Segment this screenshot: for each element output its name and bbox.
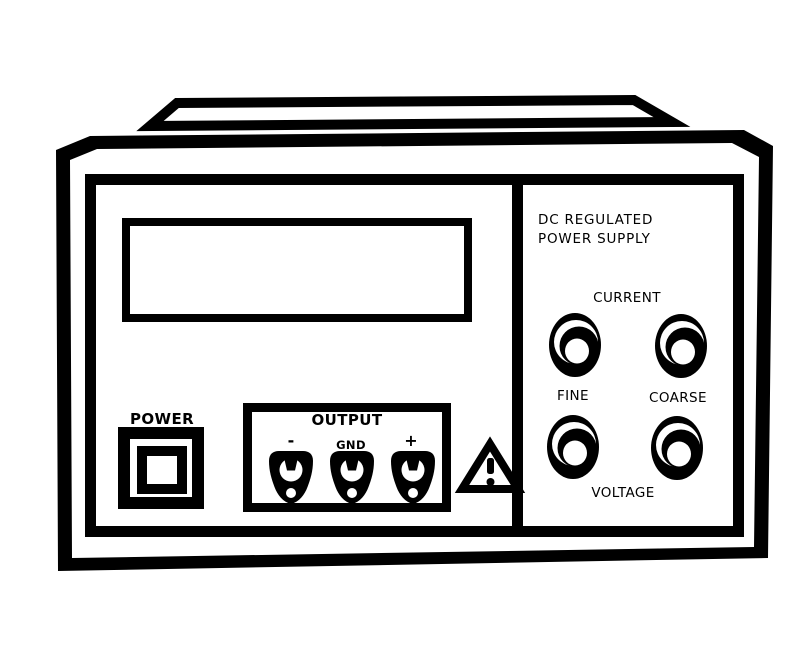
- top-lid: [136, 94, 691, 132]
- knob-icon: [549, 313, 601, 377]
- fine-label: FINE: [557, 388, 589, 404]
- knob-icon: [651, 416, 703, 480]
- power-button[interactable]: [118, 427, 204, 509]
- knob-icon: [655, 314, 707, 378]
- output-section: OUTPUT - GND +: [243, 403, 451, 512]
- terminal-negative-label: -: [288, 431, 295, 450]
- warning-icon: [454, 436, 526, 493]
- voltage-fine-knob[interactable]: [547, 415, 599, 479]
- voltage-coarse-knob[interactable]: [651, 416, 703, 480]
- power-label: POWER: [130, 410, 194, 428]
- current-coarse-knob[interactable]: [655, 314, 707, 378]
- voltage-label: VOLTAGE: [591, 485, 654, 501]
- output-label: OUTPUT: [312, 411, 383, 429]
- terminal-positive-label: +: [404, 431, 417, 450]
- warning-exclamation-bar: [487, 458, 494, 474]
- current-fine-knob[interactable]: [549, 313, 601, 377]
- warning-exclamation-dot: [486, 478, 495, 486]
- device-title-line2: POWER SUPPLY: [538, 231, 651, 247]
- knob-icon: [547, 415, 599, 479]
- display-window: [122, 218, 472, 322]
- current-label: CURRENT: [593, 290, 661, 306]
- power-button-key: [147, 456, 177, 484]
- display-screen: [130, 226, 464, 314]
- terminal-gnd-label: GND: [336, 438, 366, 452]
- device-title-line1: DC REGULATED: [538, 212, 653, 228]
- coarse-label: COARSE: [649, 390, 707, 406]
